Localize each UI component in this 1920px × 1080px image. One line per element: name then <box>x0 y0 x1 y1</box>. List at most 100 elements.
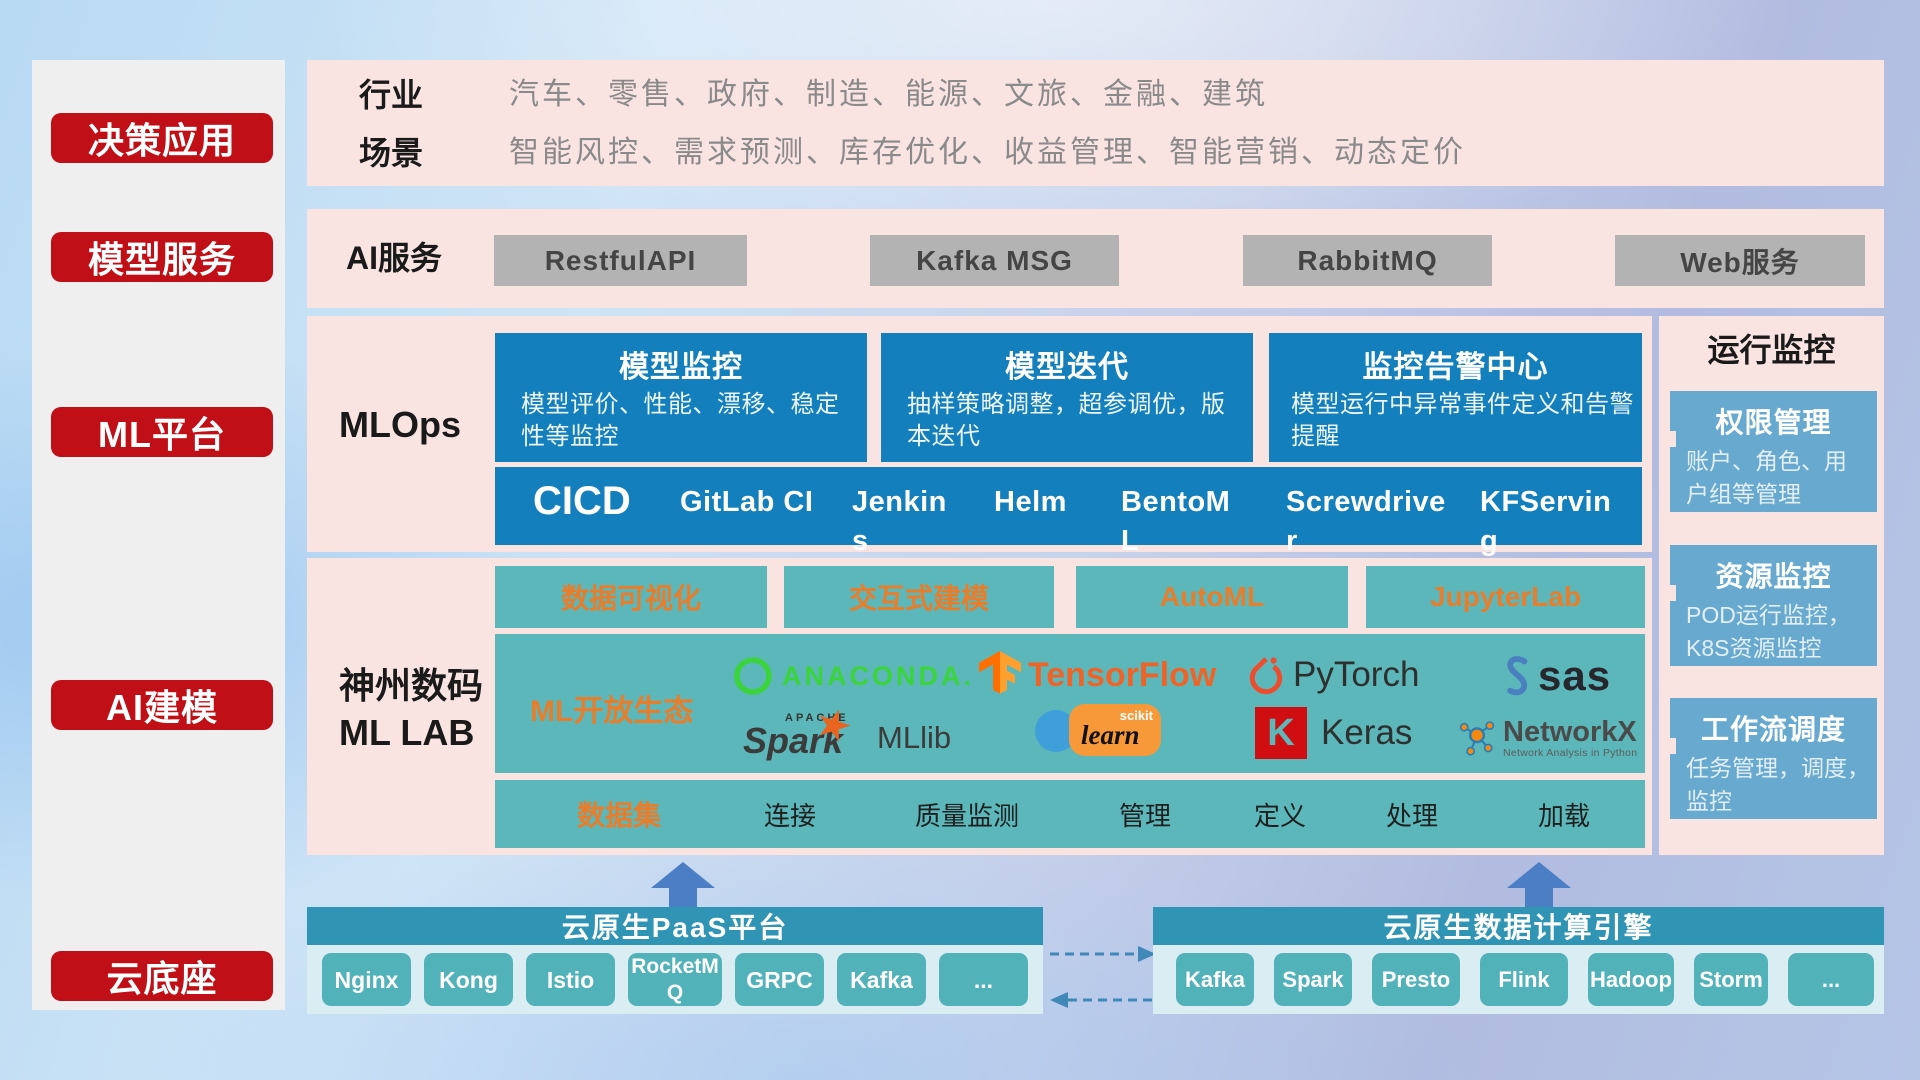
sklearn-top-text: scikit <box>1119 708 1153 723</box>
engine-chip-more[interactable]: ... <box>1788 953 1874 1006</box>
alert-center-card[interactable]: 监控告警中心 模型运行中异常事件定义和告警提醒 <box>1269 333 1642 462</box>
pytorch-icon <box>1249 657 1283 695</box>
service-label: RestfulAPI <box>544 244 697 276</box>
industry-list: 汽车、零售、政府、制造、能源、文旅、金融、建筑 <box>509 78 1268 111</box>
chip-label: ... <box>973 966 994 993</box>
tool-interactive-modeling[interactable]: 交互式建模 <box>784 566 1054 628</box>
sklearn-logo: scikit learn <box>1035 702 1163 758</box>
model-iteration-card[interactable]: 模型迭代 抽样策略调整，超参调优，版本迭代 <box>881 333 1253 462</box>
networkx-logo: NetworkX Network Analysis in Python <box>1457 714 1637 762</box>
paas-chip-kafka[interactable]: Kafka <box>837 953 926 1006</box>
tool-kfserving[interactable]: KFServing <box>1480 486 1612 557</box>
spark-logo: APACHE Spark ★ <box>743 696 863 764</box>
dataset-item-load[interactable]: 加载 <box>1537 800 1591 831</box>
sidebar-item-model-services[interactable]: 模型服务 <box>51 232 273 282</box>
model-services-band: AI服务 RestfulAPI Kafka MSG RabbitMQ Web服务 <box>307 209 1884 308</box>
card-title: 权限管理 <box>1715 407 1832 438</box>
mllib-wordmark: MLlib <box>877 720 952 755</box>
engine-chip-presto[interactable]: Presto <box>1372 953 1460 1006</box>
sidebar-item-label: 云底座 <box>106 958 218 999</box>
sas-logo: sas <box>1500 652 1611 700</box>
card-title: 模型监控 <box>619 351 743 384</box>
permission-mgmt-card[interactable]: 权限管理 账户、角色、用户组等管理 <box>1669 391 1877 512</box>
paas-chip-kong[interactable]: Kong <box>424 953 513 1006</box>
engine-chip-spark[interactable]: Spark <box>1274 953 1352 1006</box>
dataset-item-connect[interactable]: 连接 <box>763 800 817 831</box>
chip-label: Nginx <box>334 966 399 993</box>
tool-automl[interactable]: AutoML <box>1076 566 1348 628</box>
tool-jenkins[interactable]: Jenkins <box>852 486 947 557</box>
card-title: 工作流调度 <box>1700 714 1846 745</box>
networkx-subtitle: Network Analysis in Python <box>1503 746 1638 759</box>
service-restfulapi[interactable]: RestfulAPI <box>494 235 747 286</box>
decision-apps-band: 行业 汽车、零售、政府、制造、能源、文旅、金融、建筑 场景 智能风控、需求预测、… <box>307 60 1884 186</box>
dataset-item-process[interactable]: 处理 <box>1385 800 1439 831</box>
notch <box>1669 431 1676 447</box>
card-title: 模型迭代 <box>1005 351 1129 384</box>
dataset-item-quality[interactable]: 质量监测 <box>914 800 1020 831</box>
runtime-monitor-panel: 运行监控 权限管理 账户、角色、用户组等管理 资源监控 POD运行监控，K8S资… <box>1659 316 1884 855</box>
sidebar-item-label: AI建模 <box>105 687 218 728</box>
paas-chip-nginx[interactable]: Nginx <box>322 953 411 1006</box>
tool-label: AutoML <box>1159 581 1265 612</box>
dashed-arrow-right-icon <box>1050 946 1156 962</box>
networkx-icon <box>1459 721 1495 756</box>
paas-bar-header: 云原生PaaS平台 <box>307 907 1043 945</box>
tool-bentoml[interactable]: BentoML <box>1121 486 1231 557</box>
tool-data-visualization[interactable]: 数据可视化 <box>495 566 767 628</box>
up-arrow-icon <box>1507 862 1571 908</box>
chip-label: Storm <box>1699 966 1763 992</box>
tensorflow-icon <box>979 651 1021 694</box>
card-desc: 模型运行中异常事件定义和告警提醒 <box>1291 391 1634 450</box>
tool-label: JupyterLab <box>1430 581 1581 612</box>
engine-chip-flink[interactable]: Flink <box>1480 953 1568 1006</box>
card-title: 监控告警中心 <box>1362 351 1549 384</box>
paas-chip-grpc[interactable]: GRPC <box>735 953 824 1006</box>
ml-ecosystem-box: ML开放生态 ANACONDA. TensorFlow <box>495 634 1645 773</box>
service-label: Kafka MSG <box>916 244 1073 276</box>
spark-apache-text: APACHE <box>785 712 849 724</box>
ai-services-label: AI服务 <box>346 240 443 276</box>
paas-chip-more[interactable]: ... <box>939 953 1028 1006</box>
workflow-scheduler-card[interactable]: 工作流调度 任务管理，调度，监控 <box>1669 698 1877 819</box>
mlops-band: MLOps 模型监控 模型评价、性能、漂移、稳定性等监控 模型迭代 抽样策略调整… <box>307 316 1652 557</box>
keras-k-letter: K <box>1267 711 1295 754</box>
engine-chip-storm[interactable]: Storm <box>1694 953 1768 1006</box>
pytorch-logo: PyTorch <box>1247 650 1419 700</box>
notch <box>1669 585 1676 601</box>
dataset-label: 数据集 <box>576 800 662 831</box>
tool-helm[interactable]: Helm <box>994 486 1067 518</box>
mlops-label: MLOps <box>339 404 461 445</box>
ml-ecosystem-label: ML开放生态 <box>530 695 694 728</box>
service-rabbitmq[interactable]: RabbitMQ <box>1243 235 1492 286</box>
runtime-monitor-title: 运行监控 <box>1707 332 1836 368</box>
mllab-label: 神州数码 ML LAB <box>339 662 483 756</box>
sidebar-item-ai-modeling[interactable]: AI建模 <box>51 680 273 730</box>
engine-chip-kafka[interactable]: Kafka <box>1176 953 1254 1006</box>
chip-label: Istio <box>546 966 595 993</box>
sidebar-item-decision-apps[interactable]: 决策应用 <box>51 113 273 163</box>
sidebar-item-label: 决策应用 <box>87 120 236 161</box>
model-monitoring-card[interactable]: 模型监控 模型评价、性能、漂移、稳定性等监控 <box>495 333 867 462</box>
tool-screwdriver[interactable]: Screwdriver <box>1286 486 1446 557</box>
engine-chip-hadoop[interactable]: Hadoop <box>1588 953 1674 1006</box>
service-kafka-msg[interactable]: Kafka MSG <box>870 235 1119 286</box>
cicd-bar: CICD GitLab CI Jenkins Helm BentoML Scre… <box>495 467 1642 557</box>
sidebar-item-cloud-base[interactable]: 云底座 <box>51 951 273 1001</box>
chip-label: Spark <box>1282 966 1344 992</box>
resource-monitor-card[interactable]: 资源监控 POD运行监控，K8S资源监控 <box>1669 545 1877 666</box>
paas-chip-rocketmq[interactable]: RocketMQ <box>628 953 722 1006</box>
keras-icon: K <box>1255 707 1307 759</box>
tool-jupyterlab[interactable]: JupyterLab <box>1366 566 1645 628</box>
dataset-item-define[interactable]: 定义 <box>1253 800 1307 831</box>
card-desc: 任务管理，调度，监控 <box>1686 755 1870 814</box>
tool-gitlab-ci[interactable]: GitLab CI <box>680 486 814 518</box>
chip-label: Kafka <box>1185 966 1245 992</box>
service-web[interactable]: Web服务 <box>1615 235 1865 286</box>
paas-chip-istio[interactable]: Istio <box>526 953 615 1006</box>
sidebar-item-ml-platform[interactable]: ML平台 <box>51 407 273 457</box>
dataset-item-manage[interactable]: 管理 <box>1118 800 1172 831</box>
anaconda-wordmark: ANACONDA. <box>782 660 974 691</box>
paas-bar-title: 云原生PaaS平台 <box>561 912 789 943</box>
